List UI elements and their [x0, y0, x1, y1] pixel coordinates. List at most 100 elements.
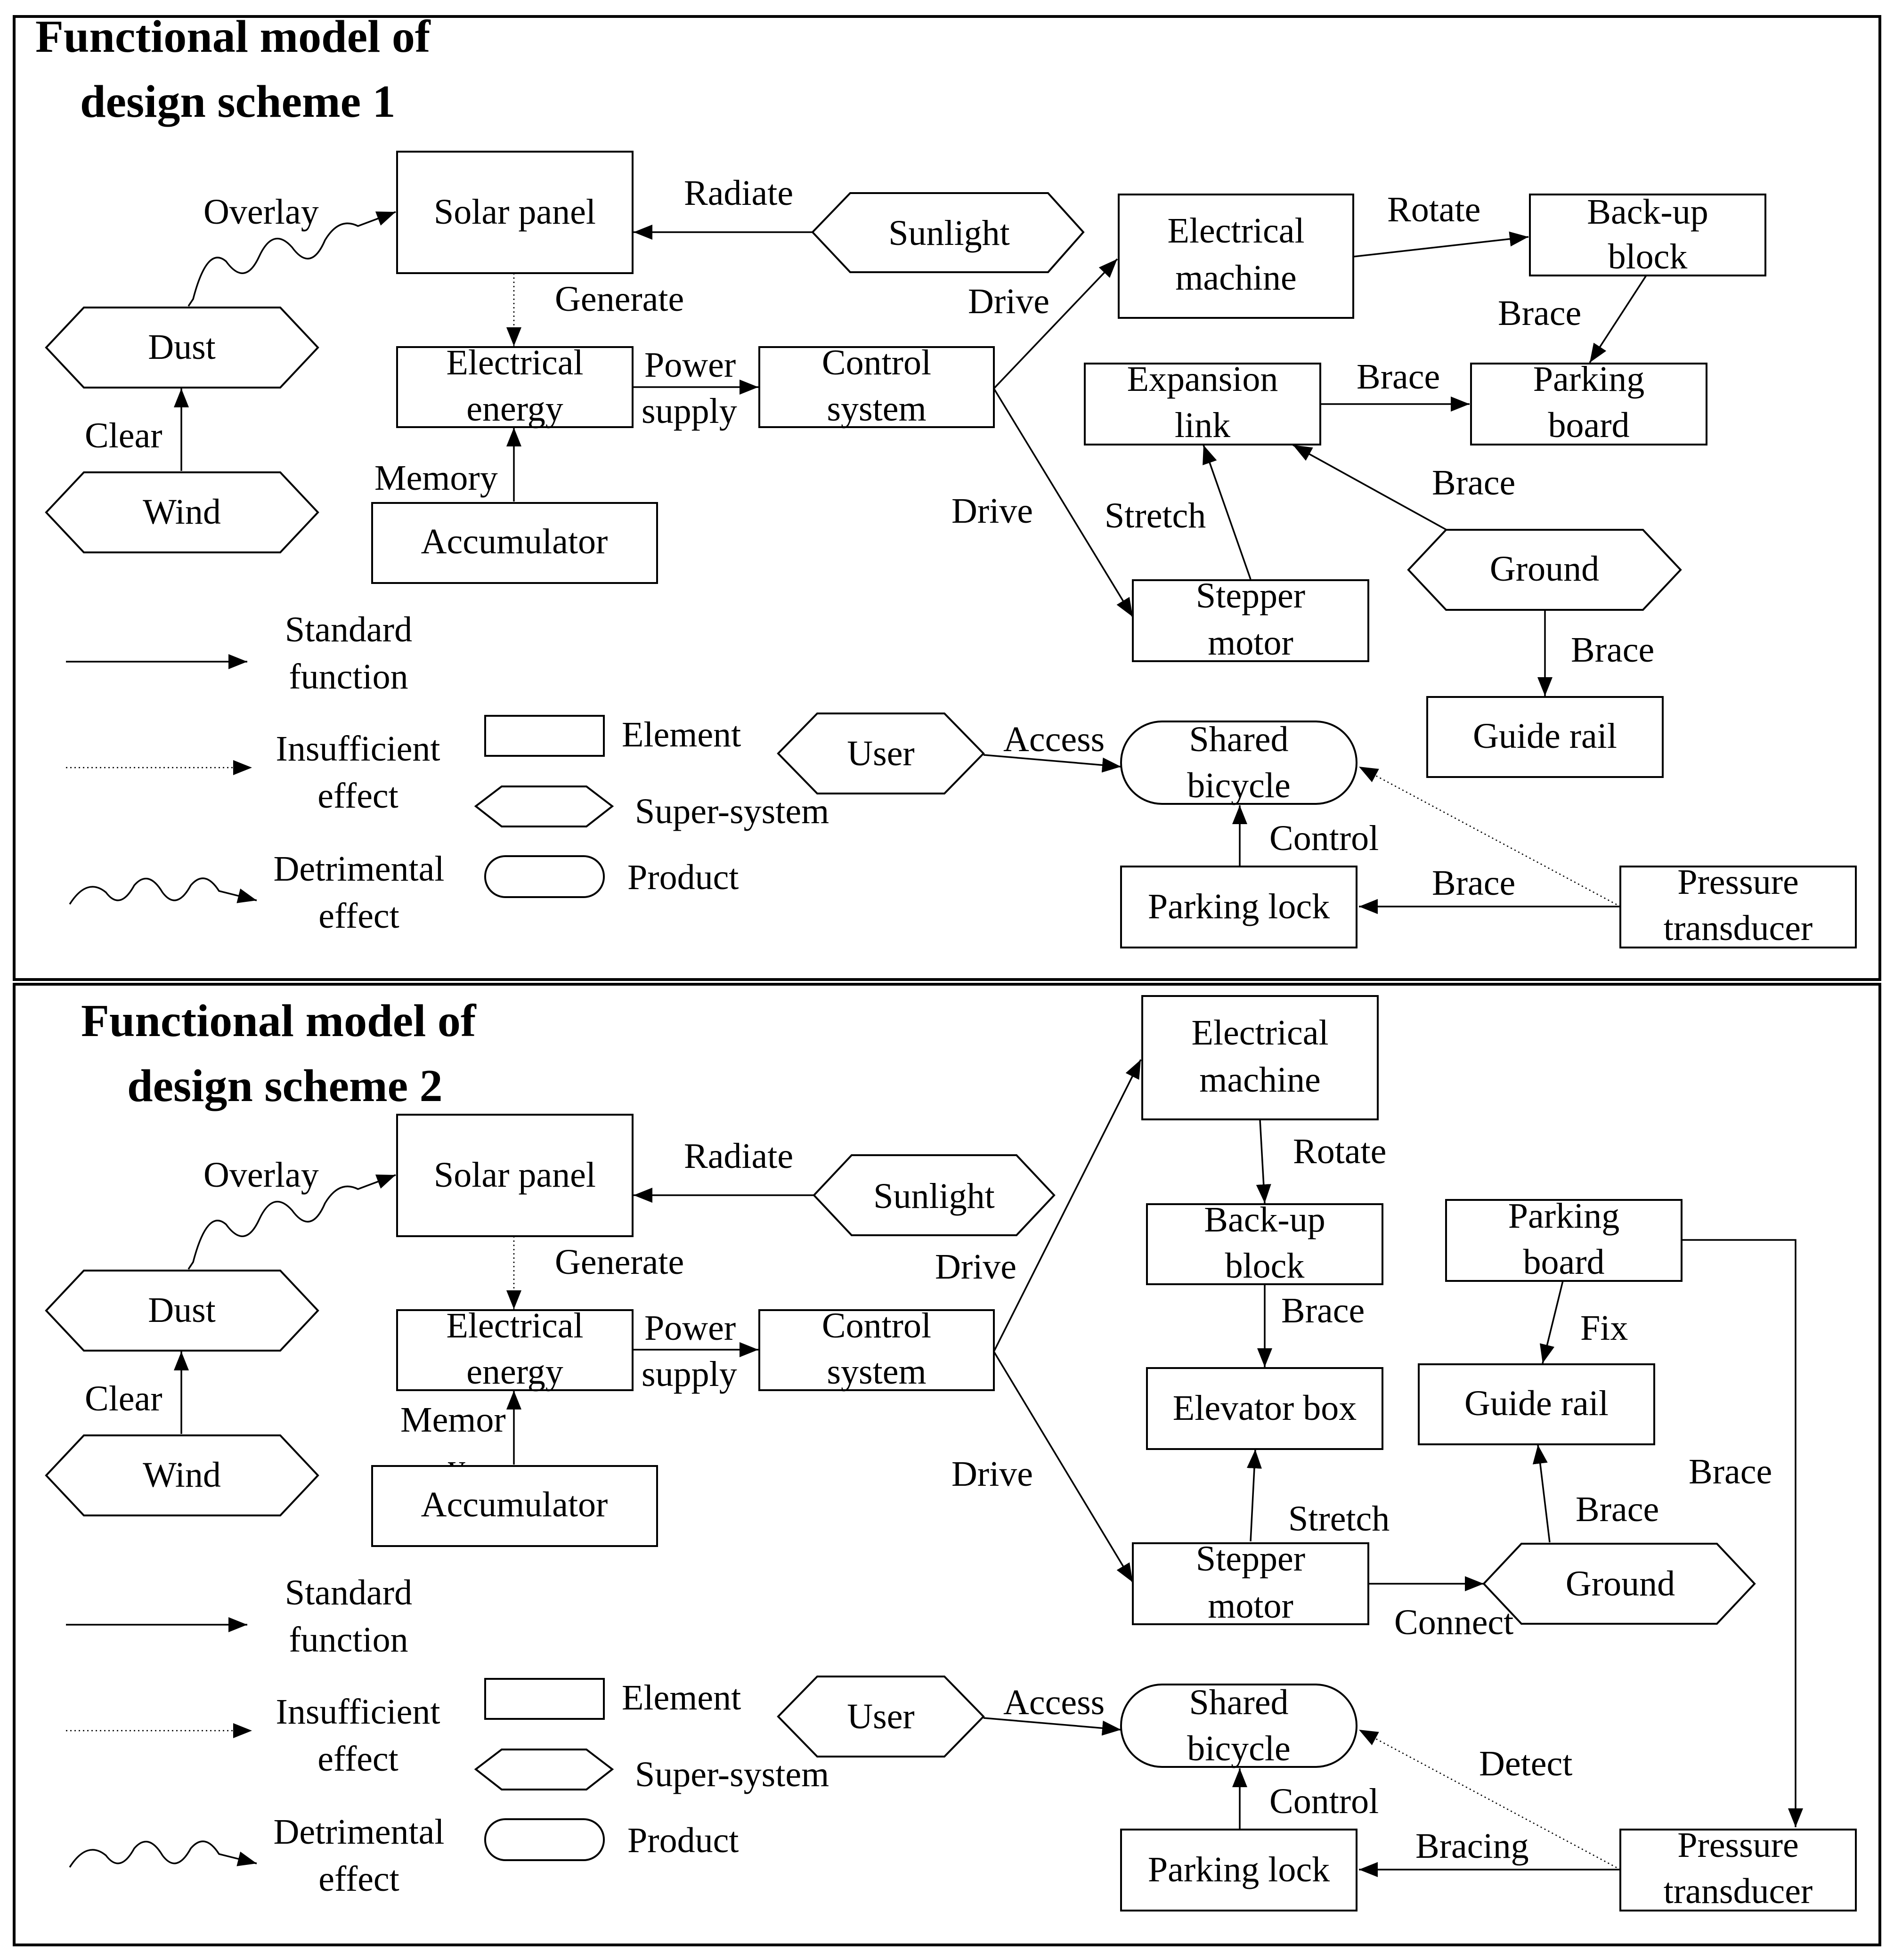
- node-ground: Ground: [1407, 529, 1682, 611]
- legend-super-system-hex-2: [474, 1749, 614, 1790]
- scheme1-title-line2: design scheme 1: [80, 76, 396, 127]
- edge-drive-down-2: [993, 1351, 1134, 1583]
- svg-text:Pressure: Pressure: [1677, 1825, 1799, 1865]
- node-pressure-transducer: Pressure transducer: [1619, 862, 1857, 948]
- svg-text:system: system: [827, 389, 926, 429]
- label-bracing: Bracing: [1415, 1826, 1529, 1866]
- svg-text:Accumulator: Accumulator: [421, 1485, 608, 1524]
- label-radiate: Radiate: [684, 173, 793, 213]
- svg-text:Electrical: Electrical: [446, 1306, 583, 1345]
- edge-access: [983, 754, 1122, 773]
- label-brace-ground: Brace: [1432, 463, 1515, 502]
- label-power-2-2: supply: [642, 1354, 737, 1394]
- label-clear: Clear: [85, 416, 163, 455]
- svg-text:Insufficient: Insufficient: [276, 1692, 440, 1732]
- edge-overlay-2: [187, 1174, 396, 1270]
- svg-text:energy: energy: [466, 1352, 563, 1392]
- label-generate: Generate: [555, 279, 684, 319]
- label-stretch-2: Stretch: [1288, 1499, 1390, 1539]
- scheme1-legend: Standard function Insufficient effect De…: [66, 610, 829, 936]
- svg-text:block: block: [1608, 237, 1688, 276]
- label-connect: Connect: [1394, 1603, 1513, 1642]
- svg-text:Stepper: Stepper: [1196, 1539, 1305, 1579]
- svg-text:Ground: Ground: [1566, 1564, 1675, 1604]
- label-drive-up-2: Drive: [935, 1247, 1016, 1287]
- node-sunlight-2: Sunlight: [813, 1154, 1056, 1236]
- svg-text:Parking: Parking: [1508, 1196, 1619, 1236]
- edge-overlay: [187, 211, 396, 307]
- node-user: User: [777, 713, 985, 794]
- svg-text:function: function: [289, 1620, 408, 1660]
- node-wind-2: Wind: [45, 1434, 319, 1516]
- svg-text:User: User: [847, 734, 915, 773]
- node-backup-block-2: Back-up block: [1146, 1200, 1383, 1286]
- svg-text:Element: Element: [622, 715, 741, 754]
- legend-super-system-hex: [474, 786, 614, 827]
- svg-text:Element: Element: [622, 1678, 741, 1717]
- svg-text:Standard: Standard: [285, 610, 412, 649]
- svg-text:Parking: Parking: [1533, 359, 1644, 399]
- node-solar-panel: Solar panel: [396, 151, 634, 274]
- label-brace-right: Brace: [1689, 1452, 1772, 1491]
- svg-text:Wind: Wind: [143, 492, 221, 532]
- label-rotate-2: Rotate: [1293, 1132, 1386, 1171]
- node-dust-2: Dust: [45, 1270, 319, 1352]
- label-power-1: Power: [644, 345, 736, 385]
- svg-text:effect: effect: [317, 776, 398, 816]
- svg-text:Product: Product: [627, 1821, 739, 1860]
- legend-product-shape-2: [484, 1818, 605, 1861]
- legend-element-box-2: [484, 1678, 605, 1720]
- edge-drive-up-2: [993, 1059, 1142, 1352]
- label-stretch: Stretch: [1105, 496, 1206, 535]
- node-control-system-2: Control system: [758, 1306, 995, 1392]
- label-power-2-1: Power: [644, 1308, 736, 1348]
- svg-text:Shared: Shared: [1189, 720, 1288, 759]
- label-brace-expansion: Brace: [1357, 357, 1440, 397]
- legend-element-box: [484, 715, 605, 757]
- node-ground-2: Ground: [1482, 1543, 1756, 1625]
- scheme2-title-line2: design scheme 2: [127, 1061, 443, 1111]
- svg-text:bicycle: bicycle: [1187, 1729, 1290, 1768]
- edge-stretch: [1203, 445, 1252, 580]
- svg-text:Parking lock: Parking lock: [1148, 1850, 1330, 1889]
- svg-text:Insufficient: Insufficient: [276, 729, 440, 769]
- svg-text:Wind: Wind: [143, 1455, 221, 1495]
- label-drive-down: Drive: [951, 491, 1033, 531]
- node-stepper-motor-2: Stepper motor: [1132, 1539, 1369, 1626]
- label-brace-backup: Brace: [1498, 293, 1581, 333]
- node-wind: Wind: [45, 471, 319, 553]
- svg-text:Back-up: Back-up: [1587, 192, 1708, 232]
- scheme2: Functional model of design scheme 2 Over…: [45, 995, 1857, 1911]
- edge-rotate: [1353, 231, 1529, 258]
- scheme1: Functional model of design scheme 1 Over…: [35, 11, 1857, 948]
- svg-text:Shared: Shared: [1189, 1683, 1288, 1722]
- svg-text:Control: Control: [822, 1306, 931, 1345]
- label-brace-ground-2: Brace: [1576, 1490, 1659, 1529]
- svg-text:link: link: [1175, 405, 1230, 445]
- node-parking-board: Parking board: [1470, 359, 1707, 445]
- node-guide-rail-2: Guide rail: [1418, 1363, 1655, 1445]
- label-control: Control: [1269, 818, 1379, 858]
- svg-text:Standard: Standard: [285, 1573, 412, 1612]
- label-memory: Memory: [374, 458, 498, 498]
- node-electrical-machine-2: Electrical machine: [1141, 995, 1379, 1120]
- label-detect: Detect: [1479, 1744, 1572, 1783]
- label-brace-lock: Brace: [1432, 863, 1515, 903]
- svg-text:Elevator box: Elevator box: [1173, 1388, 1357, 1428]
- svg-text:Sunlight: Sunlight: [873, 1176, 995, 1216]
- scheme2-frame: [13, 983, 1881, 1946]
- legend-product-shape: [484, 855, 605, 898]
- svg-text:block: block: [1225, 1246, 1305, 1286]
- node-accumulator-2: Accumulator: [371, 1465, 658, 1547]
- label-brace-guide: Brace: [1571, 630, 1654, 670]
- label-memory-2-1: Memor: [400, 1400, 506, 1440]
- label-fix: Fix: [1580, 1308, 1628, 1348]
- svg-text:transducer: transducer: [1664, 1871, 1813, 1911]
- svg-text:Expansion: Expansion: [1127, 359, 1278, 399]
- svg-text:Product: Product: [627, 858, 739, 897]
- node-stepper-motor: Stepper motor: [1132, 576, 1369, 663]
- legend-detrimental-arrow: [69, 877, 257, 905]
- edge-detect-2: [1358, 1729, 1621, 1871]
- node-parking-lock: Parking lock: [1120, 866, 1358, 948]
